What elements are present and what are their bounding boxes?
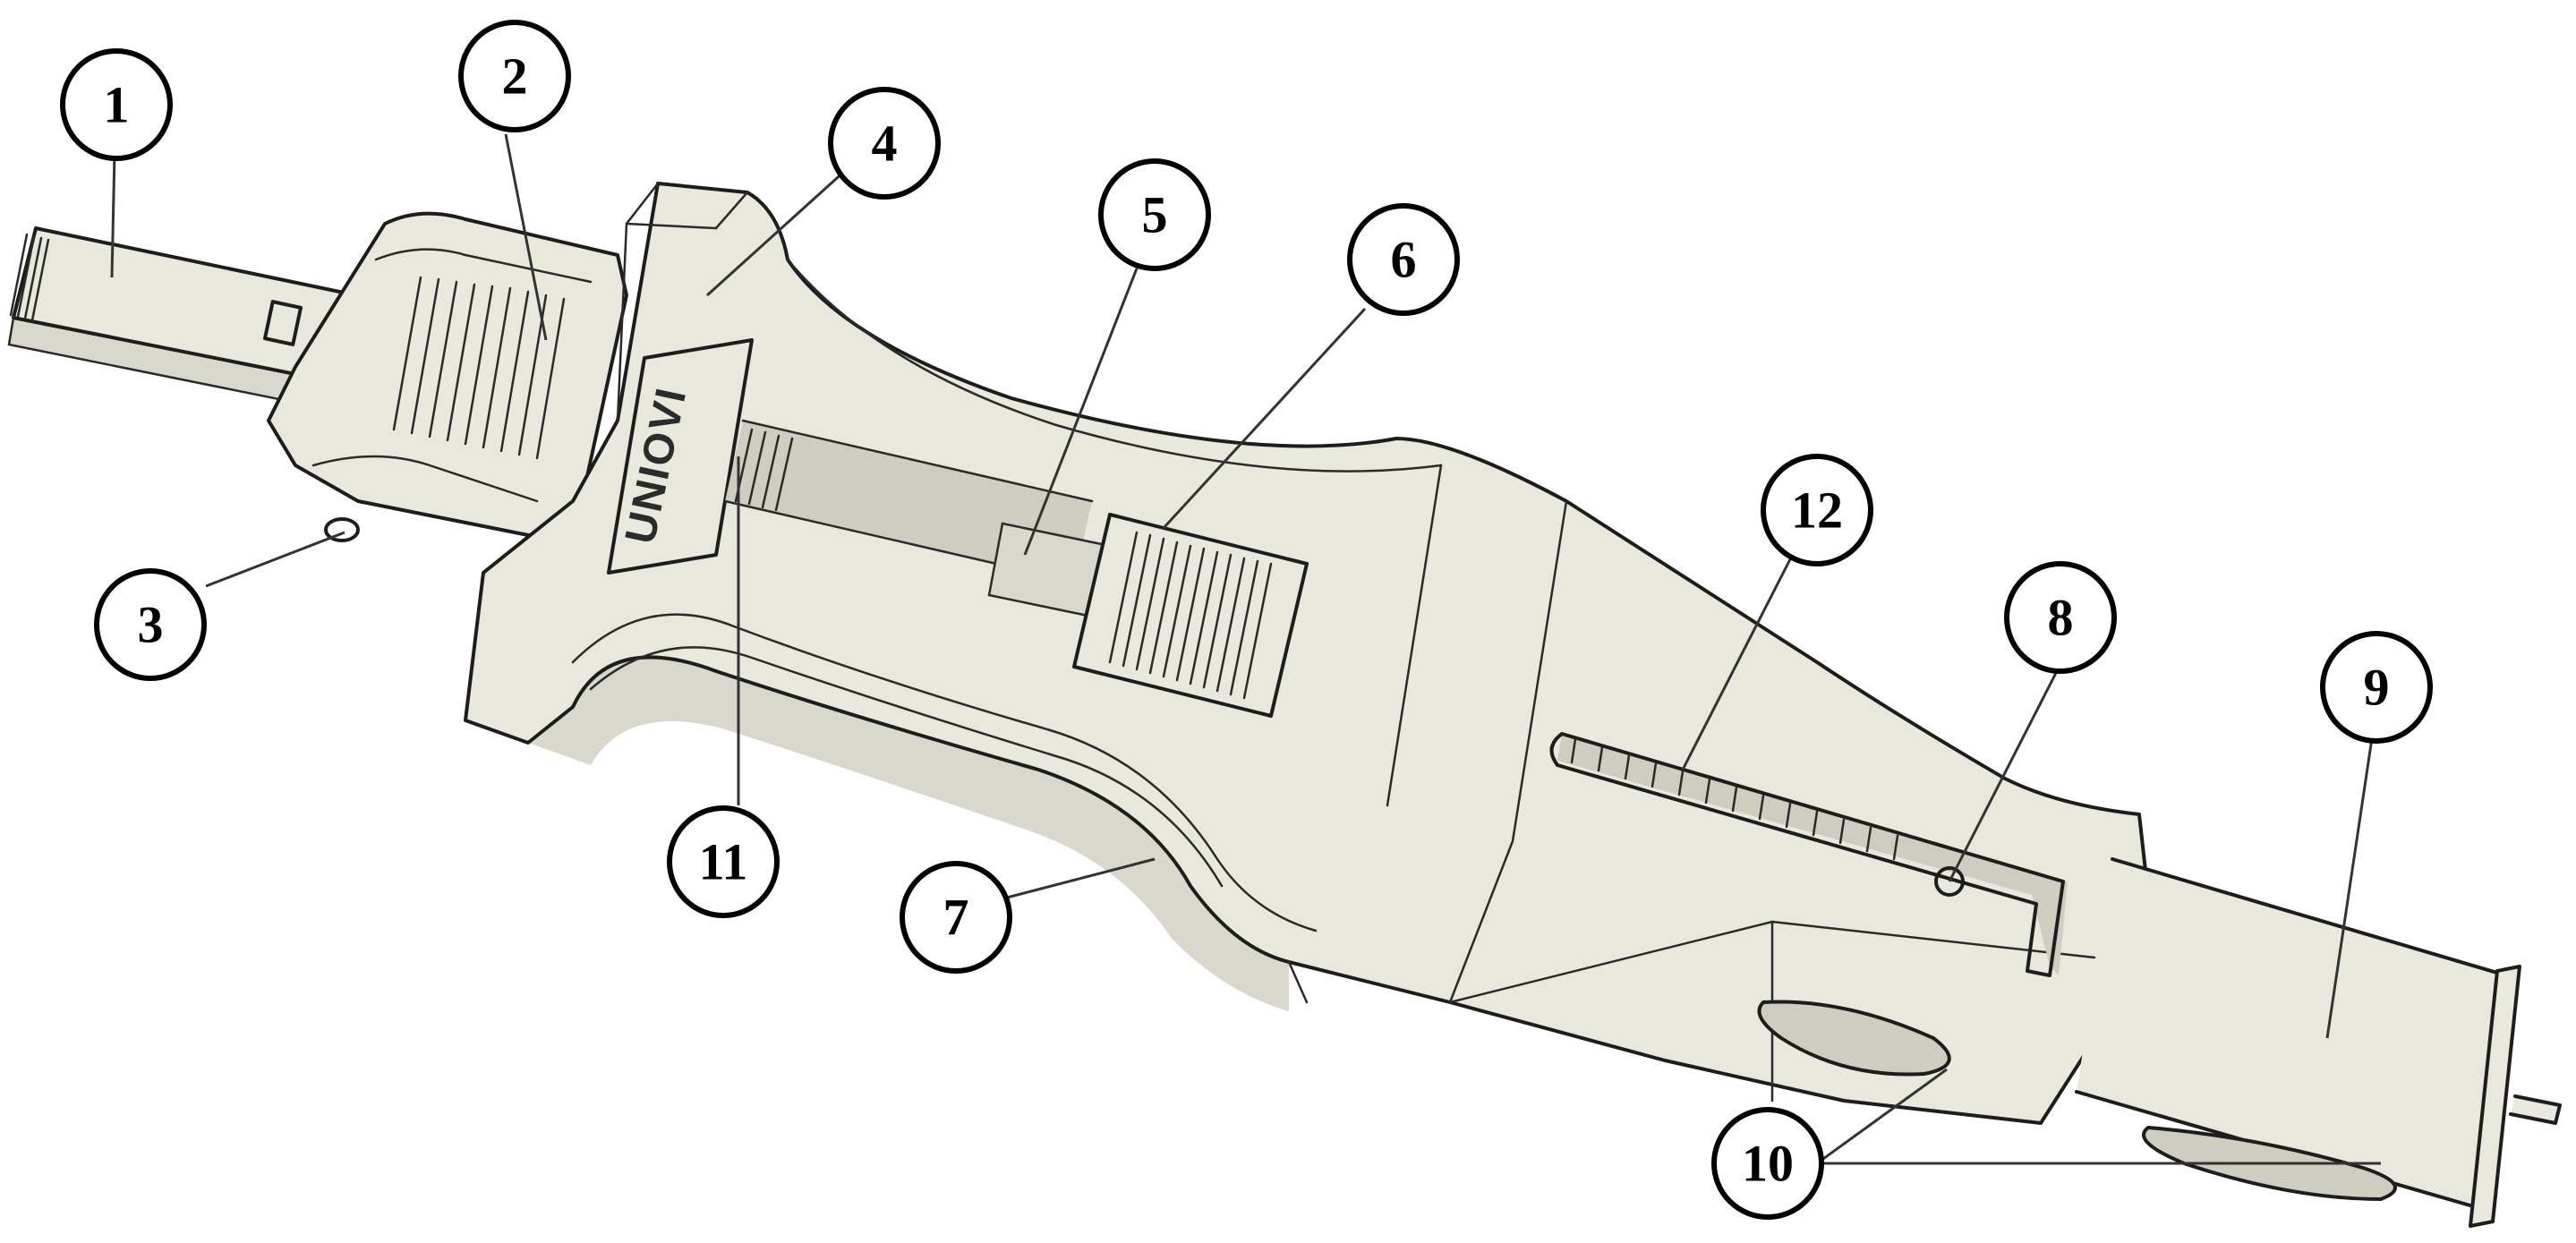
callout-2: 2 bbox=[458, 20, 571, 132]
callout-label: 8 bbox=[2048, 589, 2074, 647]
leader-8 bbox=[1948, 670, 2059, 882]
callout-1: 1 bbox=[60, 48, 173, 161]
leader-9 bbox=[2325, 737, 2374, 1039]
leader-2 bbox=[504, 133, 548, 341]
callout-6: 6 bbox=[1347, 203, 1460, 316]
callout-label: 2 bbox=[502, 47, 528, 106]
leader-1 bbox=[110, 151, 116, 278]
part-housing bbox=[464, 182, 2150, 1125]
leader-12 bbox=[1681, 558, 1792, 770]
callout-label: 12 bbox=[1791, 481, 1843, 540]
callout-10: 10 bbox=[1711, 1107, 1824, 1220]
leader-10a bbox=[1816, 1068, 1948, 1165]
callout-label: 4 bbox=[872, 115, 898, 173]
callout-label: 11 bbox=[699, 833, 748, 891]
callout-4: 4 bbox=[828, 87, 941, 200]
callout-label: 5 bbox=[1142, 186, 1168, 244]
part-scale-slot bbox=[1549, 732, 2068, 977]
leader-3 bbox=[205, 531, 345, 588]
callout-12: 12 bbox=[1761, 454, 1873, 566]
part-collar bbox=[267, 211, 628, 542]
leader-7 bbox=[1006, 857, 1156, 899]
part-spring-slot bbox=[723, 419, 1112, 619]
callout-11: 11 bbox=[667, 805, 780, 918]
part-indicator-pin bbox=[1934, 866, 1965, 897]
callout-label: 7 bbox=[943, 889, 969, 947]
callout-label: 6 bbox=[1391, 231, 1417, 289]
part-lock-hole bbox=[324, 517, 360, 542]
device-assembly: UNIOVI bbox=[7, 182, 2562, 1228]
callout-5: 5 bbox=[1098, 158, 1211, 271]
callout-7: 7 bbox=[900, 861, 1012, 974]
callout-label: 3 bbox=[138, 596, 164, 654]
callout-9: 9 bbox=[2320, 631, 2433, 744]
leader-5 bbox=[1023, 268, 1139, 556]
part-barrel bbox=[2075, 857, 2562, 1228]
leader-4 bbox=[705, 168, 848, 297]
callout-label: 10 bbox=[1742, 1135, 1794, 1193]
leader-lines bbox=[110, 133, 2381, 1165]
part-slider bbox=[1072, 513, 1309, 718]
leader-6 bbox=[1162, 307, 1367, 530]
callout-label: 1 bbox=[104, 76, 130, 134]
callout-3: 3 bbox=[94, 568, 207, 681]
callout-8: 8 bbox=[2004, 561, 2117, 674]
callout-label: 9 bbox=[2364, 659, 2390, 717]
